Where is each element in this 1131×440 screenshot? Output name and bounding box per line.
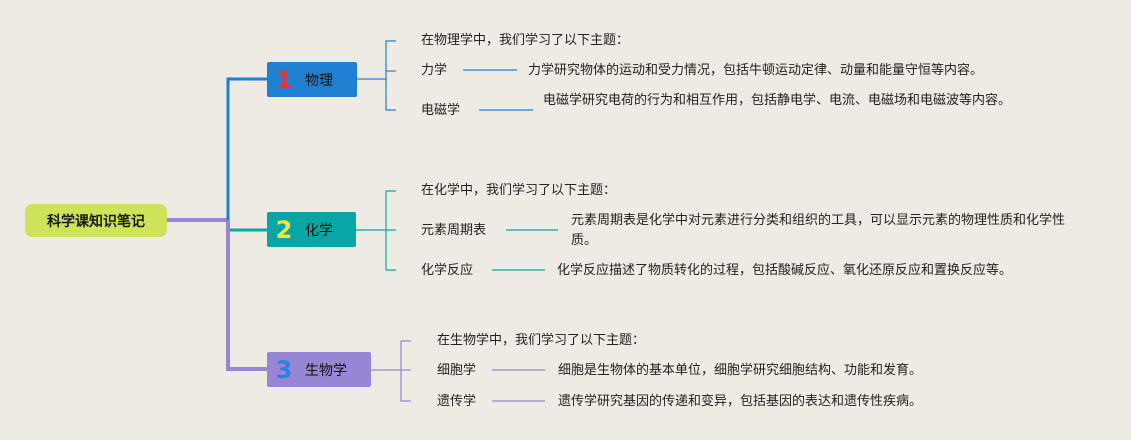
topic-physics[interactable]: 1 物理	[267, 62, 357, 97]
topic-number: 1	[275, 65, 293, 94]
biology-intro: 在生物学中，我们学习了以下主题：	[437, 333, 646, 348]
biology-subtree-lines	[371, 340, 545, 402]
topic-biology[interactable]: 3 生物学	[267, 352, 371, 387]
root-label: 科学课知识笔记	[47, 213, 145, 230]
physics-item-desc: 电磁学研究电荷的行为和相互作用，包括静电学、电流、电磁场和电磁波等内容。	[543, 93, 1012, 108]
topic-number: 3	[275, 355, 293, 384]
topic-number: 2	[275, 215, 293, 244]
chemistry-item-desc: 元素周期表是化学中对元素进行分类和组织的工具，可以显示元素的物理性质和化学性质。	[571, 213, 1066, 248]
topic-label: 物理	[305, 72, 333, 89]
topic-label: 生物学	[305, 362, 347, 379]
biology-item-desc: 细胞是生物体的基本单位，细胞学研究细胞结构、功能和发育。	[558, 363, 923, 378]
biology-item-name: 细胞学	[437, 363, 477, 378]
chemistry-intro: 在化学中，我们学习了以下主题：	[421, 183, 617, 198]
biology-connector	[226, 220, 267, 371]
root-node[interactable]: 科学课知识笔记	[25, 204, 167, 237]
physics-item-desc: 力学研究物体的运动和受力情况，包括牛顿运动定律、动量和能量守恒等内容。	[528, 63, 984, 78]
physics-subtree-lines	[357, 40, 533, 111]
physics-item-name: 力学	[421, 63, 448, 78]
biology-item-desc: 遗传学研究基因的传递和变异，包括基因的表达和遗传性疾病。	[558, 394, 923, 409]
topic-label: 化学	[305, 222, 333, 239]
physics-connector	[226, 77, 267, 220]
chemistry-item-name: 化学反应	[421, 263, 474, 278]
chemistry-item-name: 元素周期表	[421, 223, 487, 238]
chemistry-subtree-lines	[356, 190, 558, 271]
physics-item-name: 电磁学	[421, 103, 461, 118]
chemistry-item-desc: 化学反应描述了物质转化的过程，包括酸碱反应、氧化还原反应和置换反应等。	[557, 263, 1013, 278]
physics-intro: 在物理学中，我们学习了以下主题：	[421, 33, 630, 48]
topic-chemistry[interactable]: 2 化学	[267, 212, 356, 247]
biology-item-name: 遗传学	[437, 394, 477, 409]
